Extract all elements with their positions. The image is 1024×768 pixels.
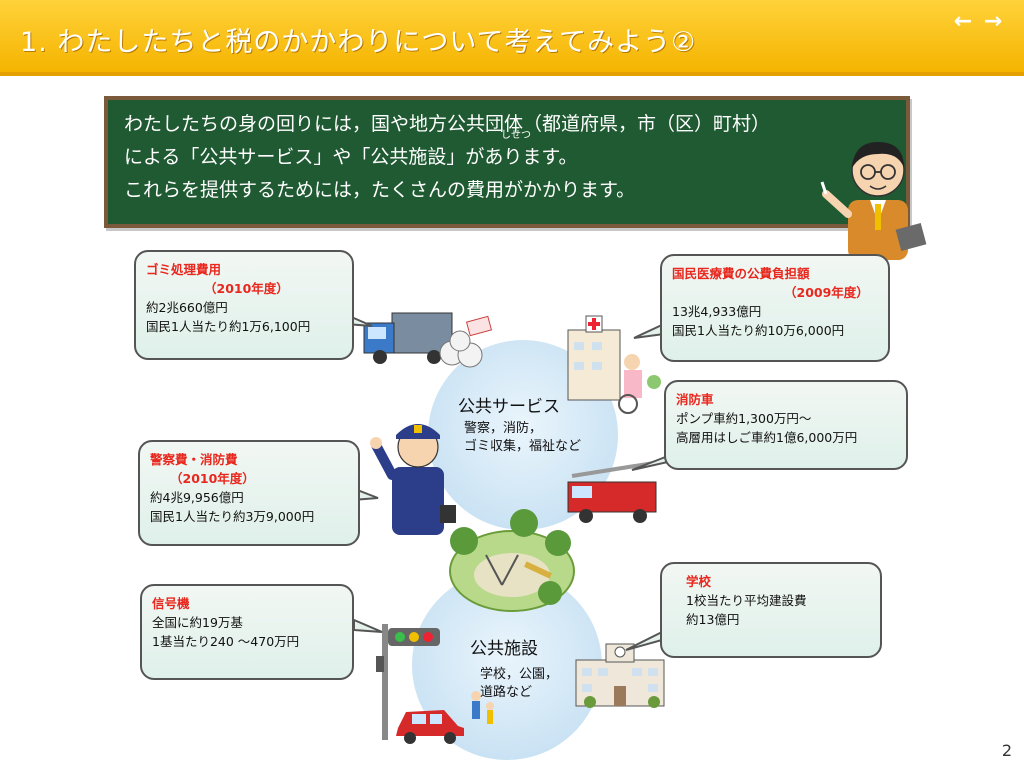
prev-arrow-icon[interactable]: ←: [953, 9, 973, 34]
blackboard-text: わたしたちの身の回りには，国や地方公共団体（都道府県，市（区）町村） による「公…: [108, 100, 906, 224]
page-title: 1. わたしたちと税のかかわりについて考えてみよう②: [20, 27, 697, 58]
board-line-1: わたしたちの身の回りには，国や地方公共団体（都道府県，市（区）町村）: [124, 113, 771, 135]
police-officer-icon: [370, 424, 456, 535]
garbage-title: ゴミ処理費用: [146, 262, 222, 277]
signal-count: 全国に約19万基: [152, 615, 243, 630]
garbage-year: （2010年度）: [204, 281, 289, 296]
police-title: 警察費・消防費: [150, 452, 238, 467]
board-line-2: による「公共サービス」や「公共施設」があります。: [124, 146, 578, 168]
public-facility-line-1: 学校，公園，: [480, 667, 559, 682]
signal-title: 信号機: [152, 596, 190, 611]
car-icon: [396, 710, 464, 744]
school-cost-value: 約13億円: [686, 612, 740, 627]
page-number: 2: [1001, 741, 1012, 760]
firetruck-ladder: 高層用はしご車約1億6,000万円: [676, 430, 858, 445]
garbage-per-person: 国民1人当たり約1万6,100円: [146, 319, 311, 334]
garbage-truck-icon: [363, 312, 493, 368]
medical-year: （2009年度）: [784, 285, 869, 300]
medical-total: 13兆4,933億円: [672, 304, 762, 319]
pedestrians-icon: [471, 691, 494, 724]
signal-bubble: 信号機 全国に約19万基 1基当たり240 ～470万円: [140, 584, 354, 680]
police-fire-cost-bubble: 警察費・消防費 （2010年度） 約4兆9,956億円 国民1人当たり約3万9,…: [138, 440, 360, 546]
board-line-3: これらを提供するためには，たくさんの費用がかかります。: [124, 179, 636, 201]
signal-cost: 1基当たり240 ～470万円: [152, 634, 300, 649]
police-total: 約4兆9,956億円: [150, 490, 244, 505]
police-per-person: 国民1人当たり約3万9,000円: [150, 509, 315, 524]
garbage-total: 約2兆660億円: [146, 300, 228, 315]
public-facility-line-2: 道路など: [480, 685, 533, 700]
school-title: 学校: [686, 574, 712, 589]
public-service-title: 公共サービス: [458, 397, 560, 417]
school-bubble: 学校 1校当たり平均建設費 約13億円: [660, 562, 882, 658]
public-service-line-2: ゴミ収集，福祉など: [464, 439, 582, 454]
next-arrow-icon[interactable]: →: [983, 9, 1003, 34]
park-icon: [449, 509, 575, 612]
firetruck-pump: ポンプ車約1,300万円～: [676, 411, 812, 426]
public-facility-title: 公共施設: [470, 639, 538, 659]
school-icon: [575, 643, 665, 708]
traffic-signal-icon: [376, 624, 440, 740]
ruby-shisetsu: しせつ: [501, 130, 531, 141]
medical-title: 国民医療費の公費負担額: [672, 266, 810, 281]
teacher-icon: [820, 142, 927, 260]
medical-per-person: 国民1人当たり約10万6,000円: [672, 323, 845, 338]
blackboard: わたしたちの身の回りには，国や地方公共団体（都道府県，市（区）町村） による「公…: [104, 96, 910, 228]
police-year: （2010年度）: [170, 471, 255, 486]
firetruck-title: 消防車: [676, 392, 714, 407]
hospital-icon: [567, 315, 661, 414]
fire-truck-bubble: 消防車 ポンプ車約1,300万円～ 高層用はしご車約1億6,000万円: [664, 380, 908, 470]
medical-cost-bubble: 国民医療費の公費負担額 （2009年度） 13兆4,933億円 国民1人当たり約…: [660, 254, 890, 362]
garbage-cost-bubble: ゴミ処理費用 （2010年度） 約2兆660億円 国民1人当たり約1万6,100…: [134, 250, 354, 360]
title-bar: 1. わたしたちと税のかかわりについて考えてみよう② ← →: [0, 0, 1024, 76]
public-service-line-1: 警察，消防，: [464, 421, 543, 436]
school-cost-label: 1校当たり平均建設費: [686, 593, 807, 608]
